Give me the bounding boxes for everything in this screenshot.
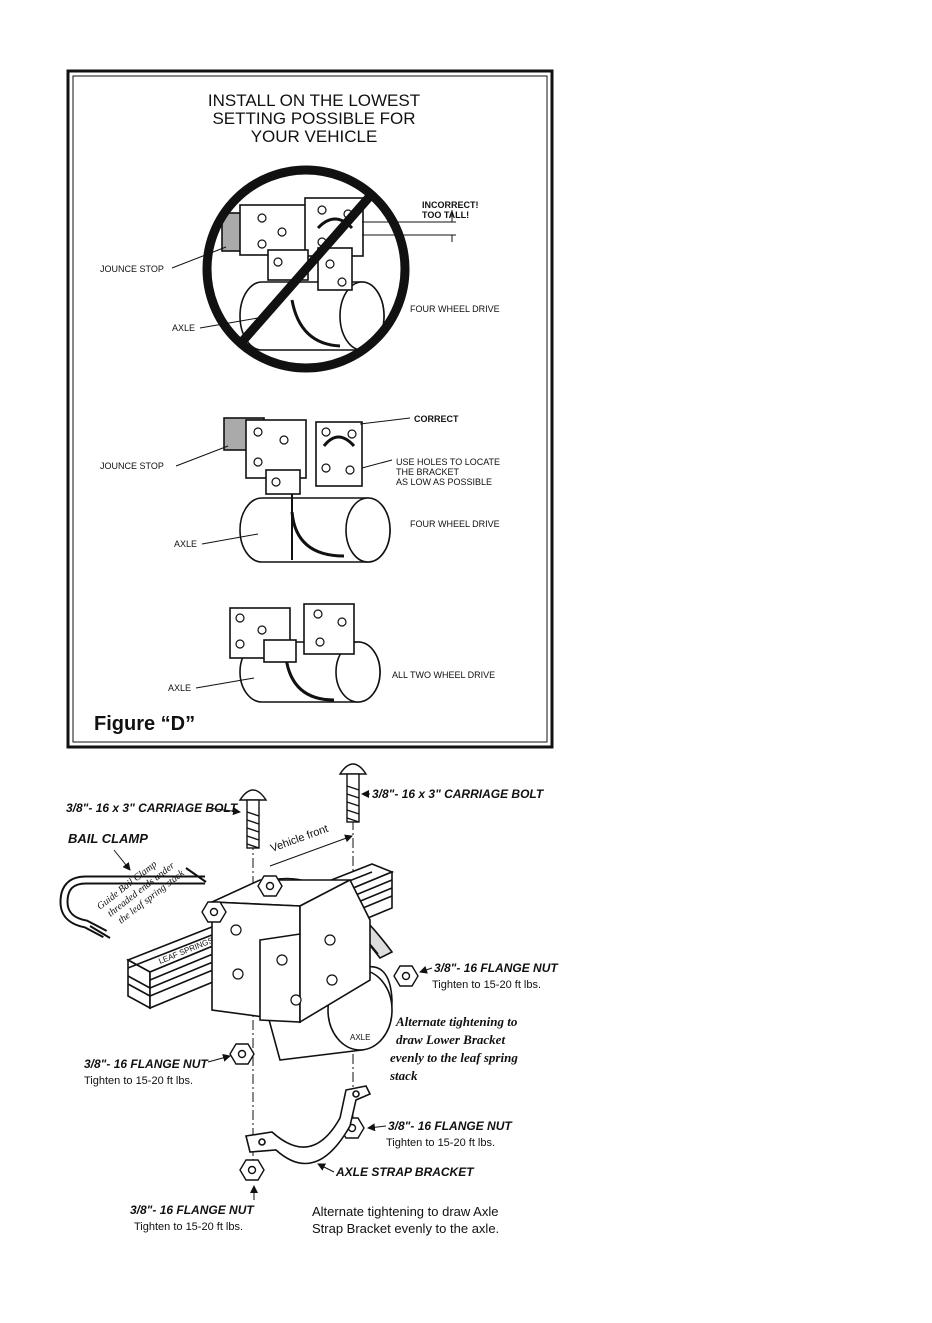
flange-nut-label-strap: 3/8"- 16 FLANGE NUT bbox=[388, 1119, 513, 1133]
two-wheel-drive-illustration bbox=[229, 603, 381, 703]
flange-nut-label-left: 3/8"- 16 FLANGE NUT bbox=[84, 1057, 209, 1071]
svg-text:INCORRECT!: INCORRECT! bbox=[422, 200, 479, 210]
carriage-bolt-right-icon bbox=[338, 763, 368, 823]
four-wheel-drive-label-2: FOUR WHEEL DRIVE bbox=[410, 519, 500, 529]
correct-label: CORRECT bbox=[414, 414, 459, 424]
torque-label-right: Tighten to 15-20 ft lbs. bbox=[432, 979, 541, 991]
correct-illustration bbox=[223, 417, 391, 563]
svg-text:Alternate tightening to draw A: Alternate tightening to draw Axle bbox=[312, 1204, 498, 1219]
torque-label-strap: Tighten to 15-20 ft lbs. bbox=[386, 1137, 495, 1149]
bail-clamp-label: BAIL CLAMP bbox=[68, 831, 148, 846]
flange-nut-icons bbox=[201, 875, 419, 1181]
two-wheel-drive-label: ALL TWO WHEEL DRIVE bbox=[392, 670, 495, 680]
lower-bracket-assembly bbox=[211, 877, 394, 1061]
jounce-stop-label-2: JOUNCE STOP bbox=[100, 461, 164, 471]
guide-bail-clamp-note: Guide Bail Clamp threaded ends under the… bbox=[95, 859, 187, 926]
use-holes-label: USE HOLES TO LOCATE THE BRACKET AS LOW A… bbox=[396, 457, 500, 487]
figure-d-frame bbox=[66, 69, 554, 749]
torque-label-left: Tighten to 15-20 ft lbs. bbox=[84, 1075, 193, 1087]
svg-text:YOUR VEHICLE: YOUR VEHICLE bbox=[251, 127, 378, 146]
svg-text:INSTALL ON THE LOWEST: INSTALL ON THE LOWEST bbox=[208, 91, 420, 110]
vehicle-front-label: Vehicle front bbox=[269, 823, 330, 855]
figure-d-heading: INSTALL ON THE LOWEST SETTING POSSIBLE F… bbox=[208, 91, 420, 146]
carriage-bolt-label-left: 3/8"- 16 x 3" CARRIAGE BOLT bbox=[66, 801, 239, 815]
svg-text:evenly to the leaf spring: evenly to the leaf spring bbox=[390, 1050, 518, 1065]
carriage-bolt-label-right: 3/8"- 16 x 3" CARRIAGE BOLT bbox=[372, 787, 545, 801]
svg-text:stack: stack bbox=[389, 1068, 418, 1083]
four-wheel-drive-label-1: FOUR WHEEL DRIVE bbox=[410, 304, 500, 314]
svg-text:Strap Bracket evenly to the ax: Strap Bracket evenly to the axle. bbox=[312, 1221, 499, 1236]
axle-strap-bracket-label: AXLE STRAP BRACKET bbox=[335, 1165, 475, 1179]
axle-cylinder-label: AXLE bbox=[350, 1033, 370, 1042]
flange-nut-label-right: 3/8"- 16 FLANGE NUT bbox=[434, 961, 559, 975]
axle-label-2: AXLE bbox=[174, 539, 197, 549]
bail-clamp bbox=[59, 867, 207, 939]
svg-text:draw Lower Bracket: draw Lower Bracket bbox=[396, 1032, 505, 1047]
svg-text:THE BRACKET: THE BRACKET bbox=[396, 467, 460, 477]
too-tall-dimension bbox=[362, 210, 456, 242]
figure-d-caption: Figure “D” bbox=[94, 713, 195, 735]
axle-strap-bracket bbox=[245, 1085, 372, 1165]
lower-bracket-note: Alternate tightening to draw Lower Brack… bbox=[389, 1014, 518, 1083]
incorrect-label: INCORRECT! TOO TALL! bbox=[422, 200, 479, 220]
axle-strap-note: Alternate tightening to draw Axle Strap … bbox=[312, 1204, 499, 1236]
torque-label-bottom: Tighten to 15-20 ft lbs. bbox=[134, 1221, 243, 1233]
flange-nut-label-bottom: 3/8"- 16 FLANGE NUT bbox=[130, 1203, 255, 1217]
axle-label-3: AXLE bbox=[168, 683, 191, 693]
axle-label-1: AXLE bbox=[172, 323, 195, 333]
svg-text:AS LOW AS POSSIBLE: AS LOW AS POSSIBLE bbox=[396, 477, 492, 487]
svg-text:TOO TALL!: TOO TALL! bbox=[422, 210, 469, 220]
incorrect-illustration bbox=[202, 165, 410, 373]
jounce-stop-label-1: JOUNCE STOP bbox=[100, 264, 164, 274]
carriage-bolt-left-icon bbox=[238, 789, 268, 849]
svg-text:USE HOLES TO LOCATE: USE HOLES TO LOCATE bbox=[396, 457, 500, 467]
svg-text:SETTING POSSIBLE FOR: SETTING POSSIBLE FOR bbox=[212, 109, 415, 128]
svg-text:Alternate tightening to: Alternate tightening to bbox=[395, 1014, 518, 1029]
